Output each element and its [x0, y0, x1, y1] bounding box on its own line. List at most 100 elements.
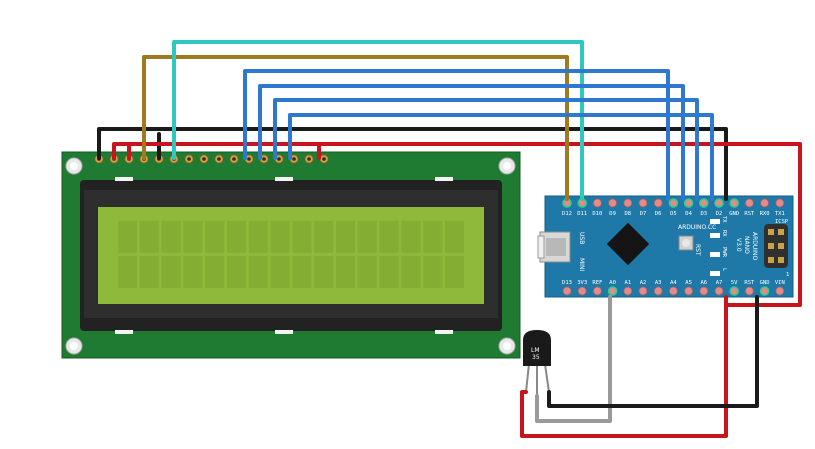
- lcd-cell: [292, 221, 312, 253]
- lcd-cell: [379, 256, 399, 288]
- nano-pin-label: A6: [700, 280, 707, 286]
- nano-pin-label: A0: [609, 280, 616, 286]
- nano-pin-label: A7: [716, 280, 723, 286]
- nano-pin: [760, 198, 769, 208]
- nano-pin-label: RST: [744, 280, 755, 286]
- lcd-cell: [270, 256, 290, 288]
- nano-pin-label: D5: [670, 211, 677, 217]
- nano-pin-label: RST: [744, 211, 755, 217]
- nano-pin: [623, 198, 633, 208]
- lcd-pin: [214, 154, 224, 164]
- lcd-cell: [161, 256, 181, 288]
- wire-e-d11: [172, 40, 584, 201]
- wire-gnd-lcd: [97, 127, 728, 201]
- nano-pin: [698, 198, 709, 208]
- usb-mini-connector: [537, 231, 571, 263]
- nano-pin-label: GND: [760, 280, 770, 286]
- nano-pin-label: D8: [624, 211, 631, 217]
- led-label-rx: RX: [721, 230, 727, 237]
- nano-pin: [623, 286, 633, 296]
- nano-pin-label: D12: [562, 211, 572, 217]
- mini-label: MINI: [578, 258, 585, 271]
- lcd-cell: [379, 221, 399, 253]
- lcd-cell: [118, 256, 137, 288]
- nano-pin: [668, 198, 679, 208]
- wire-d5-d4: [258, 84, 685, 201]
- nano-pin-label: D7: [640, 211, 647, 217]
- reset-label: RST: [694, 244, 701, 256]
- led-label-l: L: [721, 268, 727, 272]
- nano-pin-label: D9: [609, 211, 616, 217]
- lcd-cell: [205, 221, 225, 253]
- nano-pin: [562, 286, 572, 296]
- nano-pin: [593, 198, 602, 208]
- lcd-pin: [304, 154, 314, 164]
- nano-pin-label: A5: [685, 280, 692, 286]
- lcd-cell: [401, 221, 421, 253]
- nano-pin-label: D11: [577, 211, 587, 217]
- wire-d6-d3: [273, 98, 699, 201]
- nano-pin: [638, 286, 648, 296]
- nano-pin: [775, 286, 785, 296]
- led-label-pwr: PWR: [721, 247, 727, 258]
- sensor-line-2: 35: [532, 354, 540, 361]
- lcd-cell: [139, 221, 159, 253]
- nano-pin: [669, 286, 678, 296]
- lcd-cell: [401, 256, 421, 288]
- usb-label: USB: [578, 232, 585, 244]
- lcd-cell: [270, 221, 290, 253]
- lcd-cell: [227, 221, 246, 253]
- nano-pin: [607, 286, 618, 296]
- nano-pin: [684, 286, 693, 296]
- icsp-header: [764, 224, 788, 268]
- nano-pin-label: TX1: [775, 211, 785, 217]
- lcd-cell: [183, 221, 203, 253]
- lcd-cell: [292, 256, 312, 288]
- wire-sensor-5v: [520, 295, 728, 438]
- wire-rs-d12: [142, 55, 569, 201]
- reset-button[interactable]: [678, 235, 694, 251]
- nano-pin-label: REF: [592, 280, 602, 286]
- nano-pin-label: VIN: [775, 280, 785, 286]
- nano-pin-label: D4: [685, 211, 692, 217]
- nano-pin-label: 5V: [731, 280, 738, 286]
- nano-pin-label: D13: [562, 280, 572, 286]
- nano-pin-label: 3V3: [577, 280, 587, 286]
- lcd-cell: [205, 256, 225, 288]
- lcd-cell: [357, 256, 377, 288]
- nano-pin-label: D10: [592, 211, 602, 217]
- lcd-mounting-holes: [65, 157, 516, 355]
- nano-pin: [683, 198, 694, 208]
- nano-pin: [638, 198, 648, 208]
- lcd-pin: [184, 154, 194, 164]
- wire-d4-d5: [243, 69, 670, 201]
- nano-pin-label: D3: [700, 211, 707, 217]
- nano-pin-label: A1: [624, 280, 631, 286]
- nano-pin: [653, 286, 663, 296]
- lcd-cell: [357, 221, 377, 253]
- nano-board: [544, 195, 794, 298]
- lcd-clips: [115, 177, 453, 334]
- nano-pin-label: GND: [729, 211, 739, 217]
- icsp-label: ICSP: [775, 219, 789, 225]
- wire-sensor-gnd: [547, 295, 759, 408]
- nano-pin: [577, 286, 587, 296]
- lcd-pin: [319, 154, 329, 164]
- nano-pin-label: A3: [655, 280, 662, 286]
- lcd-cell: [314, 221, 334, 253]
- nano-pin: [775, 198, 785, 208]
- lcd-cell: [445, 221, 464, 253]
- nano-bottom-pin-row: [562, 286, 785, 296]
- lcd-cell: [118, 221, 137, 253]
- wire-sensor-out: [535, 295, 612, 423]
- lcd-character-cells: [118, 221, 464, 288]
- model-line-2: NANO: [743, 236, 750, 254]
- sensor-line-1: LM: [531, 347, 540, 354]
- lcd-cell: [248, 221, 268, 253]
- nano-pin: [759, 286, 770, 296]
- icsp-pin1-label: 1: [786, 272, 789, 278]
- model-line-1: ARDUINO: [751, 232, 758, 261]
